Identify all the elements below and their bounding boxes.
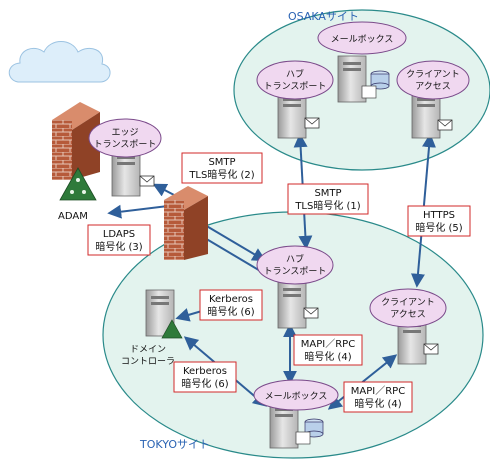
svg-text:トランスポート: トランスポート [94, 139, 157, 150]
adam-icon [59, 167, 97, 201]
svg-text:エッジ: エッジ [111, 128, 138, 138]
label-mapi-rpc-4a: MAPI／RPC 暗号化 (4) [293, 334, 363, 366]
svg-text:メールボックス: メールボックス [331, 34, 394, 45]
svg-text:暗号化 (4): 暗号化 (4) [304, 350, 351, 363]
domain-controller-label: ドメイン コントローラ [121, 345, 175, 367]
server-osaka-mailbox [337, 55, 390, 103]
server-edge [111, 149, 155, 197]
svg-text:暗号化 (4): 暗号化 (4) [354, 397, 401, 410]
role-tokyo-cas: クライアント アクセス [369, 288, 447, 328]
tokyo-site-label: TOKYOサイト [139, 438, 210, 451]
server-tokyo-hub [277, 281, 319, 329]
label-https-5: HTTPS 暗号化 (5) [407, 205, 471, 237]
svg-text:SMTP: SMTP [314, 188, 341, 199]
adam-label: ADAM [58, 211, 88, 222]
svg-text:MAPI／RPC: MAPI／RPC [351, 385, 405, 397]
svg-text:メールボックス: メールボックス [265, 391, 328, 402]
label-smtp-tls-2: SMTP TLS暗号化 (2) [181, 152, 263, 184]
label-kerberos-6a: Kerberos 暗号化 (6) [199, 289, 263, 321]
label-kerberos-6b: Kerberos 暗号化 (6) [173, 361, 237, 393]
svg-text:TLS暗号化 (2): TLS暗号化 (2) [188, 168, 254, 181]
svg-text:ドメイン: ドメイン [130, 345, 166, 355]
svg-text:アクセス: アクセス [415, 81, 451, 92]
svg-text:トランスポート: トランスポート [264, 81, 327, 92]
svg-text:HTTPS: HTTPS [423, 210, 455, 221]
role-tokyo-hub: ハブ トランスポート [256, 245, 334, 285]
role-osaka-mailbox: メールボックス [317, 21, 407, 55]
svg-text:クライアント: クライアント [381, 297, 435, 308]
svg-text:ハブ: ハブ [286, 253, 304, 265]
osaka-site-label: OSAKAサイト [288, 10, 359, 23]
svg-text:クライアント: クライアント [406, 69, 460, 80]
server-osaka-hub [277, 91, 320, 139]
svg-text:暗号化 (6): 暗号化 (6) [207, 305, 254, 318]
svg-text:アクセス: アクセス [390, 309, 426, 320]
role-osaka-cas: クライアント アクセス [396, 60, 470, 100]
label-ldaps-3: LDAPS 暗号化 (3) [87, 224, 151, 256]
firewall-central [164, 186, 208, 260]
server-osaka-cas [411, 91, 453, 139]
svg-text:MAPI／RPC: MAPI／RPC [301, 338, 355, 350]
firewall-edge [52, 102, 100, 180]
svg-text:コントローラ: コントローラ [121, 356, 175, 367]
svg-text:ハブ: ハブ [286, 68, 304, 80]
svg-text:Kerberos: Kerberos [209, 294, 253, 305]
svg-text:トランスポート: トランスポート [264, 266, 327, 277]
role-edge-transport: エッジ トランスポート [88, 118, 162, 158]
role-osaka-hub: ハブ トランスポート [256, 60, 334, 100]
label-mapi-rpc-4b: MAPI／RPC 暗号化 (4) [343, 381, 413, 413]
svg-text:暗号化 (5): 暗号化 (5) [415, 221, 462, 234]
internet-cloud [8, 41, 111, 83]
role-tokyo-mailbox: メールボックス [253, 379, 339, 411]
svg-text:暗号化 (3): 暗号化 (3) [95, 240, 142, 253]
svg-text:TLS暗号化 (1): TLS暗号化 (1) [294, 199, 360, 212]
svg-text:Kerberos: Kerberos [183, 366, 227, 377]
server-domain-controller [145, 289, 183, 339]
edge-to-firewall-line [152, 183, 177, 197]
adam-ldaps-line [107, 204, 169, 219]
svg-text:暗号化 (6): 暗号化 (6) [181, 377, 228, 390]
label-smtp-tls-1: SMTP TLS暗号化 (1) [287, 183, 369, 215]
svg-text:LDAPS: LDAPS [103, 229, 135, 240]
svg-text:SMTP: SMTP [208, 157, 235, 168]
